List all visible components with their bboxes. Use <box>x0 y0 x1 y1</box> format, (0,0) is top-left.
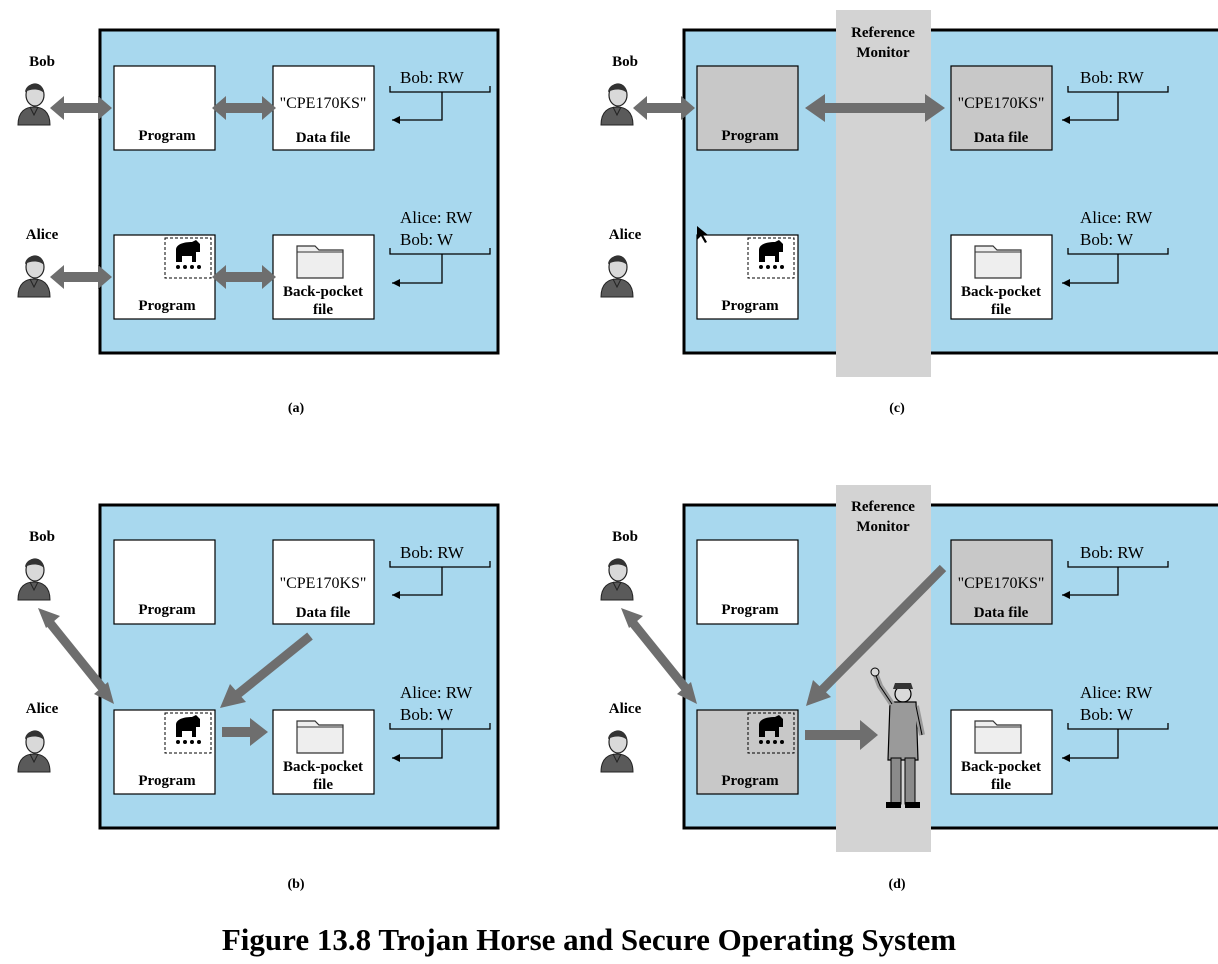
panel-b: Bob Alice Program "CPE170KS" Data file P… <box>17 503 500 892</box>
trojan-region <box>747 712 795 754</box>
data-to-trojan-arrow <box>220 632 313 708</box>
program-label: Program <box>721 128 779 144</box>
program-label: Program <box>138 128 196 144</box>
bob-program-arrow <box>633 96 695 120</box>
alice-program-arrow <box>50 265 112 289</box>
reference-monitor-band <box>836 485 931 852</box>
trojan-region <box>164 237 212 279</box>
bob-program-box <box>696 65 799 151</box>
folder-icon <box>974 720 1022 754</box>
acl-data-file-line-1: Bob: RW <box>1080 543 1145 562</box>
back-pocket-label-1: Back-pocket <box>961 284 1041 300</box>
acl-back-pocket-line-1: Alice: RW <box>1080 208 1153 227</box>
back-pocket-label-1: Back-pocket <box>961 759 1041 775</box>
acl-data-file-line-1: Bob: RW <box>400 68 465 87</box>
data-file-label: Data file <box>296 130 351 146</box>
panel-a: Bob Alice Program "CPE170KS" Data file P… <box>17 28 500 416</box>
bob-icon <box>17 83 51 126</box>
alice-icon <box>600 730 634 773</box>
bob-trojan-arrow <box>38 608 114 704</box>
trojan-region <box>164 712 212 754</box>
user-label-alice: Alice <box>609 227 642 243</box>
bob-icon <box>17 558 51 601</box>
alice-icon <box>600 255 634 298</box>
program-label: Program <box>721 773 779 789</box>
trojan-to-backpocket-arrow <box>222 718 268 746</box>
figure-title: Figure 13.8 Trojan Horse and Secure Oper… <box>222 922 956 957</box>
reference-monitor-label-1: Reference <box>851 499 915 515</box>
panel-d: Reference Monitor Bob Alice Program "CPE… <box>600 485 1218 892</box>
user-label-bob: Bob <box>29 54 55 70</box>
trojan-to-monitor-arrow <box>805 720 878 750</box>
data-to-trojan-arrow <box>806 564 947 706</box>
bob-program-box <box>113 539 216 625</box>
panel-caption: (a) <box>288 401 305 416</box>
back-pocket-label-2: file <box>313 302 333 318</box>
user-label-bob: Bob <box>29 529 55 545</box>
data-file-box <box>272 65 375 151</box>
bob-program-arrow <box>50 96 112 120</box>
bob-program-box <box>113 65 216 151</box>
data-file-content: "CPE170KS" <box>280 575 367 592</box>
guard-icon <box>870 667 925 808</box>
program-label: Program <box>138 298 196 314</box>
back-pocket-label-2: file <box>313 777 333 793</box>
reference-monitor-label-2: Monitor <box>856 519 910 535</box>
program-label: Program <box>138 602 196 618</box>
program-data-arrow <box>805 94 945 122</box>
user-label-bob: Bob <box>612 54 638 70</box>
bob-icon <box>600 83 634 126</box>
program-data-arrow <box>212 96 276 120</box>
acl-back-pocket-line-2: Bob: W <box>1080 230 1134 249</box>
reference-monitor-label-1: Reference <box>851 25 915 41</box>
acl-back-pocket-line-1: Alice: RW <box>1080 683 1153 702</box>
acl-data-file-line-1: Bob: RW <box>400 543 465 562</box>
data-file-box <box>950 539 1053 625</box>
folder-icon <box>296 720 344 754</box>
program-label: Program <box>721 602 779 618</box>
user-label-alice: Alice <box>26 701 59 717</box>
trojan-region <box>747 237 795 279</box>
data-file-content: "CPE170KS" <box>280 95 367 112</box>
back-pocket-label-2: file <box>991 777 1011 793</box>
acl-back-pocket-line-2: Bob: W <box>1080 705 1134 724</box>
data-file-box <box>950 65 1053 151</box>
reference-monitor-band <box>836 10 931 377</box>
data-file-content: "CPE170KS" <box>958 95 1045 112</box>
data-file-box <box>272 539 375 625</box>
user-label-alice: Alice <box>609 701 642 717</box>
bob-program-box <box>696 539 799 625</box>
data-file-content: "CPE170KS" <box>958 575 1045 592</box>
bob-trojan-arrow <box>621 608 697 704</box>
folder-icon <box>974 245 1022 279</box>
panel-caption: (d) <box>888 877 905 892</box>
data-file-label: Data file <box>974 605 1029 621</box>
bob-icon <box>600 558 634 601</box>
acl-back-pocket-line-2: Bob: W <box>400 705 454 724</box>
back-pocket-label-2: file <box>991 302 1011 318</box>
acl-data-file-line-1: Bob: RW <box>1080 68 1145 87</box>
acl-back-pocket-line-1: Alice: RW <box>400 683 473 702</box>
panel-c: Reference Monitor Bob Alice Program "CPE… <box>600 10 1218 416</box>
program-label: Program <box>138 773 196 789</box>
alice-icon <box>17 730 51 773</box>
program-backpocket-arrow <box>212 265 276 289</box>
acl-back-pocket-line-1: Alice: RW <box>400 208 473 227</box>
user-label-alice: Alice <box>26 227 59 243</box>
panel-caption: (b) <box>287 877 304 892</box>
back-pocket-label-1: Back-pocket <box>283 759 363 775</box>
data-file-label: Data file <box>974 130 1029 146</box>
reference-monitor-label-2: Monitor <box>856 45 910 61</box>
data-file-label: Data file <box>296 605 351 621</box>
acl-back-pocket-line-2: Bob: W <box>400 230 454 249</box>
back-pocket-label-1: Back-pocket <box>283 284 363 300</box>
panel-caption: (c) <box>889 401 905 416</box>
cursor-icon <box>697 226 708 243</box>
alice-icon <box>17 255 51 298</box>
program-label: Program <box>721 298 779 314</box>
user-label-bob: Bob <box>612 529 638 545</box>
folder-icon <box>296 245 344 279</box>
